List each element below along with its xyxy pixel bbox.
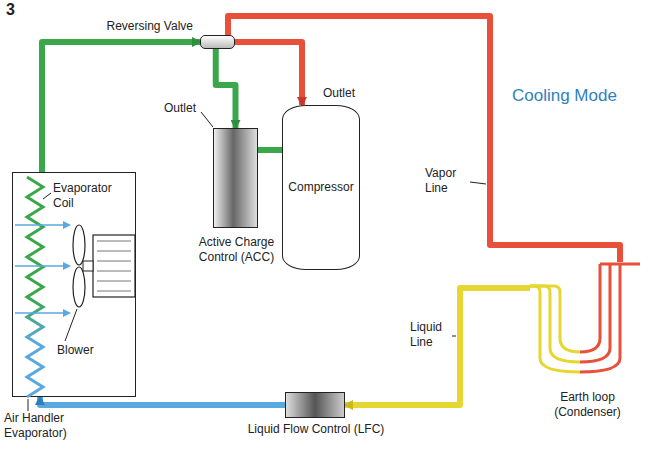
loop-pipe-cold <box>530 286 580 352</box>
motor-stripe <box>97 291 131 292</box>
reversing-valve: Reversing Valve <box>200 35 235 49</box>
part-label: Earth loop (Condenser) <box>530 390 645 420</box>
refrigerant-pipe <box>40 397 285 405</box>
blower-motor <box>93 235 135 297</box>
leader-line <box>470 182 486 184</box>
loop-pipe-cold <box>530 286 580 362</box>
leader-line <box>452 336 456 337</box>
airflow-arrow <box>15 224 63 226</box>
airflow-head <box>63 262 71 270</box>
loop-pipe-hot <box>580 264 610 362</box>
pipe-label: Vapor Line <box>425 166 471 196</box>
part-label: Evaporator Coil <box>53 181 133 211</box>
outlet-label: Outlet <box>323 86 355 101</box>
motor-stripe <box>97 281 131 282</box>
loop-header <box>600 263 640 266</box>
airflow-arrow <box>15 265 63 267</box>
part-label: Compressor <box>283 180 359 195</box>
part-label: Blower <box>57 343 94 358</box>
airflow-head <box>63 221 71 229</box>
pipe-label: Liquid Line <box>410 320 454 350</box>
fan-blade <box>73 267 85 307</box>
loop-pipe-hot <box>580 264 620 372</box>
mode-title: Cooling Mode <box>512 88 617 103</box>
acc-tank: OutletActive Charge Control (ACC) <box>213 128 258 228</box>
air-handler-box: Evaporator CoilBlowerAir Handler Evapora… <box>12 172 136 397</box>
refrigerant-pipe <box>258 147 282 153</box>
fan-hub <box>83 261 93 271</box>
part-label: Liquid Flow Control (LFC) <box>226 422 406 437</box>
leader-line <box>201 112 213 127</box>
leader-line <box>28 399 29 411</box>
part-label: Air Handler Evaporator) <box>4 411 94 441</box>
leader-line <box>43 193 51 199</box>
refrigerant-pipe <box>345 288 530 405</box>
earth-loop: Earth loop (Condenser) <box>530 262 645 422</box>
air-handler-art <box>13 173 137 398</box>
refrigerant-pipe <box>235 42 302 105</box>
refrigerant-pipe <box>216 49 236 128</box>
outlet-label: Outlet <box>164 101 196 116</box>
part-label: Active Charge Control (ACC) <box>196 235 277 265</box>
part-label: Reversing Valve <box>107 19 193 34</box>
fan-blade <box>73 225 85 265</box>
airflow-head <box>63 309 71 317</box>
flow-control-box: Liquid Flow Control (LFC) <box>285 392 345 418</box>
loop-pipe-cold <box>530 286 580 372</box>
motor-stripe <box>97 251 131 252</box>
coil-symbol <box>27 177 43 397</box>
motor-stripe <box>97 271 131 272</box>
refrigerant-pipe <box>42 42 200 172</box>
earth-loop-art <box>530 262 645 387</box>
motor-stripe <box>97 241 131 242</box>
figure-number: 3 <box>6 2 15 17</box>
airflow-arrow <box>15 312 63 314</box>
compressor-shell: OutletCompressor <box>282 105 360 270</box>
leader-line <box>65 309 77 341</box>
motor-stripe <box>97 261 131 262</box>
loop-pipe-hot <box>580 264 600 352</box>
